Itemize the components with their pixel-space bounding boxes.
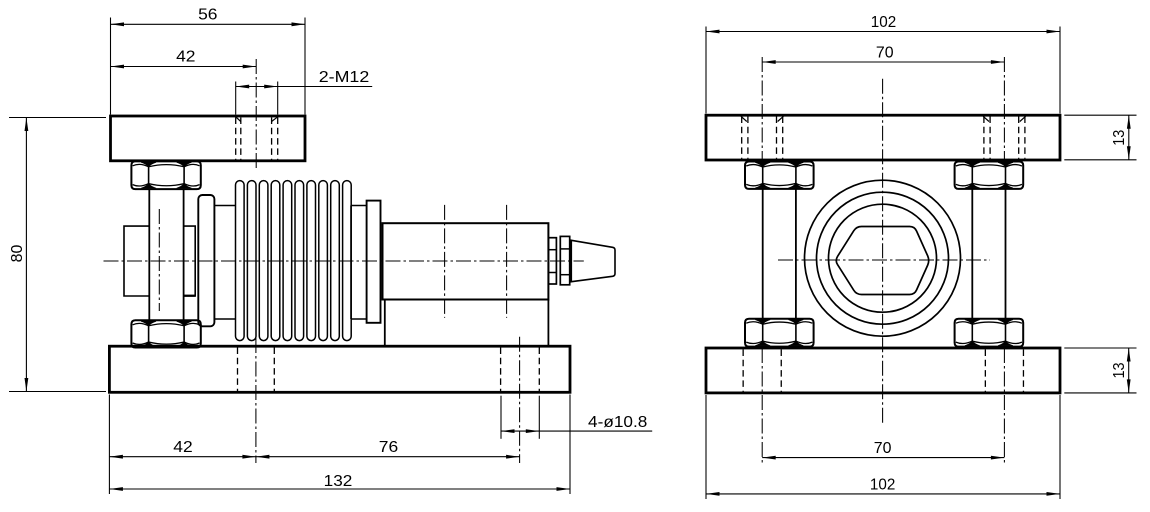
- svg-text:70: 70: [874, 440, 892, 457]
- svg-text:76: 76: [379, 439, 399, 456]
- svg-text:13: 13: [1111, 362, 1128, 378]
- svg-text:70: 70: [876, 44, 894, 61]
- svg-text:132: 132: [324, 473, 353, 490]
- svg-text:80: 80: [9, 245, 26, 263]
- svg-text:102: 102: [870, 477, 895, 494]
- svg-text:13: 13: [1111, 130, 1128, 146]
- svg-text:102: 102: [871, 14, 896, 31]
- svg-text:42: 42: [176, 49, 196, 66]
- svg-text:42: 42: [173, 439, 193, 456]
- svg-text:2-M12: 2-M12: [319, 69, 370, 86]
- svg-text:4-ø10.8: 4-ø10.8: [588, 414, 647, 431]
- svg-text:56: 56: [198, 7, 218, 24]
